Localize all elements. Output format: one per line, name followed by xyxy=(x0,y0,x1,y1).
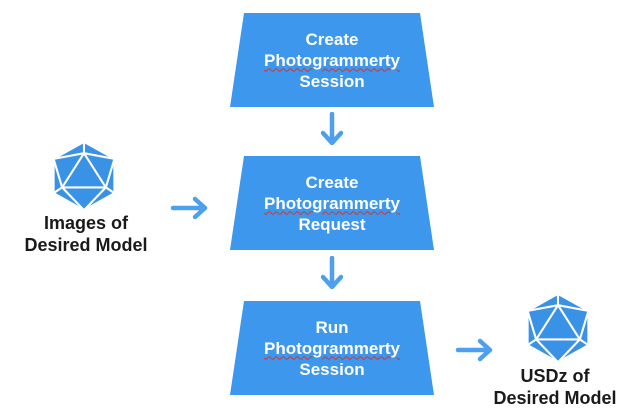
step-label-line: Create xyxy=(305,29,359,49)
trapezoid-shape xyxy=(230,301,434,395)
step-label-line: Create xyxy=(305,172,359,192)
trapezoid-shape xyxy=(230,156,434,250)
input-caption-line: Desired Model xyxy=(24,235,148,255)
arrow-right-icon xyxy=(455,338,493,362)
arrow-down-icon xyxy=(320,256,344,290)
output-caption-line: USDz of xyxy=(520,366,590,386)
step-run-session: Run Photogrammerty Session xyxy=(230,301,434,395)
step-label-line: Session xyxy=(299,359,365,379)
icosahedron-icon xyxy=(52,140,116,212)
step-create-request: Create Photogrammerty Request xyxy=(230,156,434,250)
step-label-line: Photogrammerty xyxy=(263,193,401,213)
output-caption-line: Desired Model xyxy=(493,388,617,408)
step-label-line: Request xyxy=(298,214,366,234)
trapezoid-shape xyxy=(230,13,434,107)
step-create-session: Create Photogrammerty Session xyxy=(230,13,434,107)
arrow-down-icon xyxy=(320,112,344,146)
step-label-line: Photogrammerty xyxy=(263,50,401,70)
icosahedron-icon xyxy=(526,292,590,364)
output-caption: USDz of Desired Model xyxy=(480,365,630,409)
step-label-line: Photogrammerty xyxy=(263,338,401,358)
input-caption-line: Images of xyxy=(43,213,129,233)
input-caption: Images of Desired Model xyxy=(0,212,172,256)
step-label-line: Run xyxy=(315,317,349,337)
arrow-right-icon xyxy=(170,196,208,220)
step-label-line: Session xyxy=(299,71,365,91)
